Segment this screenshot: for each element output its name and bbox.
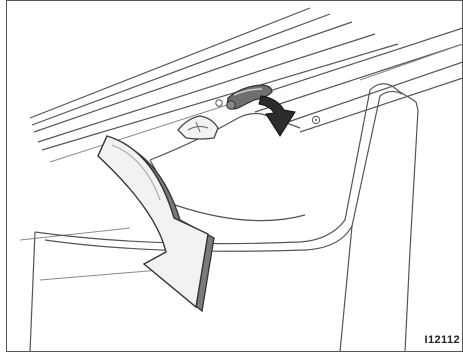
down-arrow-icon bbox=[259, 96, 295, 136]
curved-down-arrow-icon bbox=[98, 136, 214, 311]
body-panel-lines bbox=[30, 8, 463, 150]
screw-hole bbox=[312, 116, 319, 123]
figure-border bbox=[7, 1, 463, 352]
latch-icon bbox=[178, 116, 218, 139]
figure-code: I12112 bbox=[425, 335, 460, 346]
